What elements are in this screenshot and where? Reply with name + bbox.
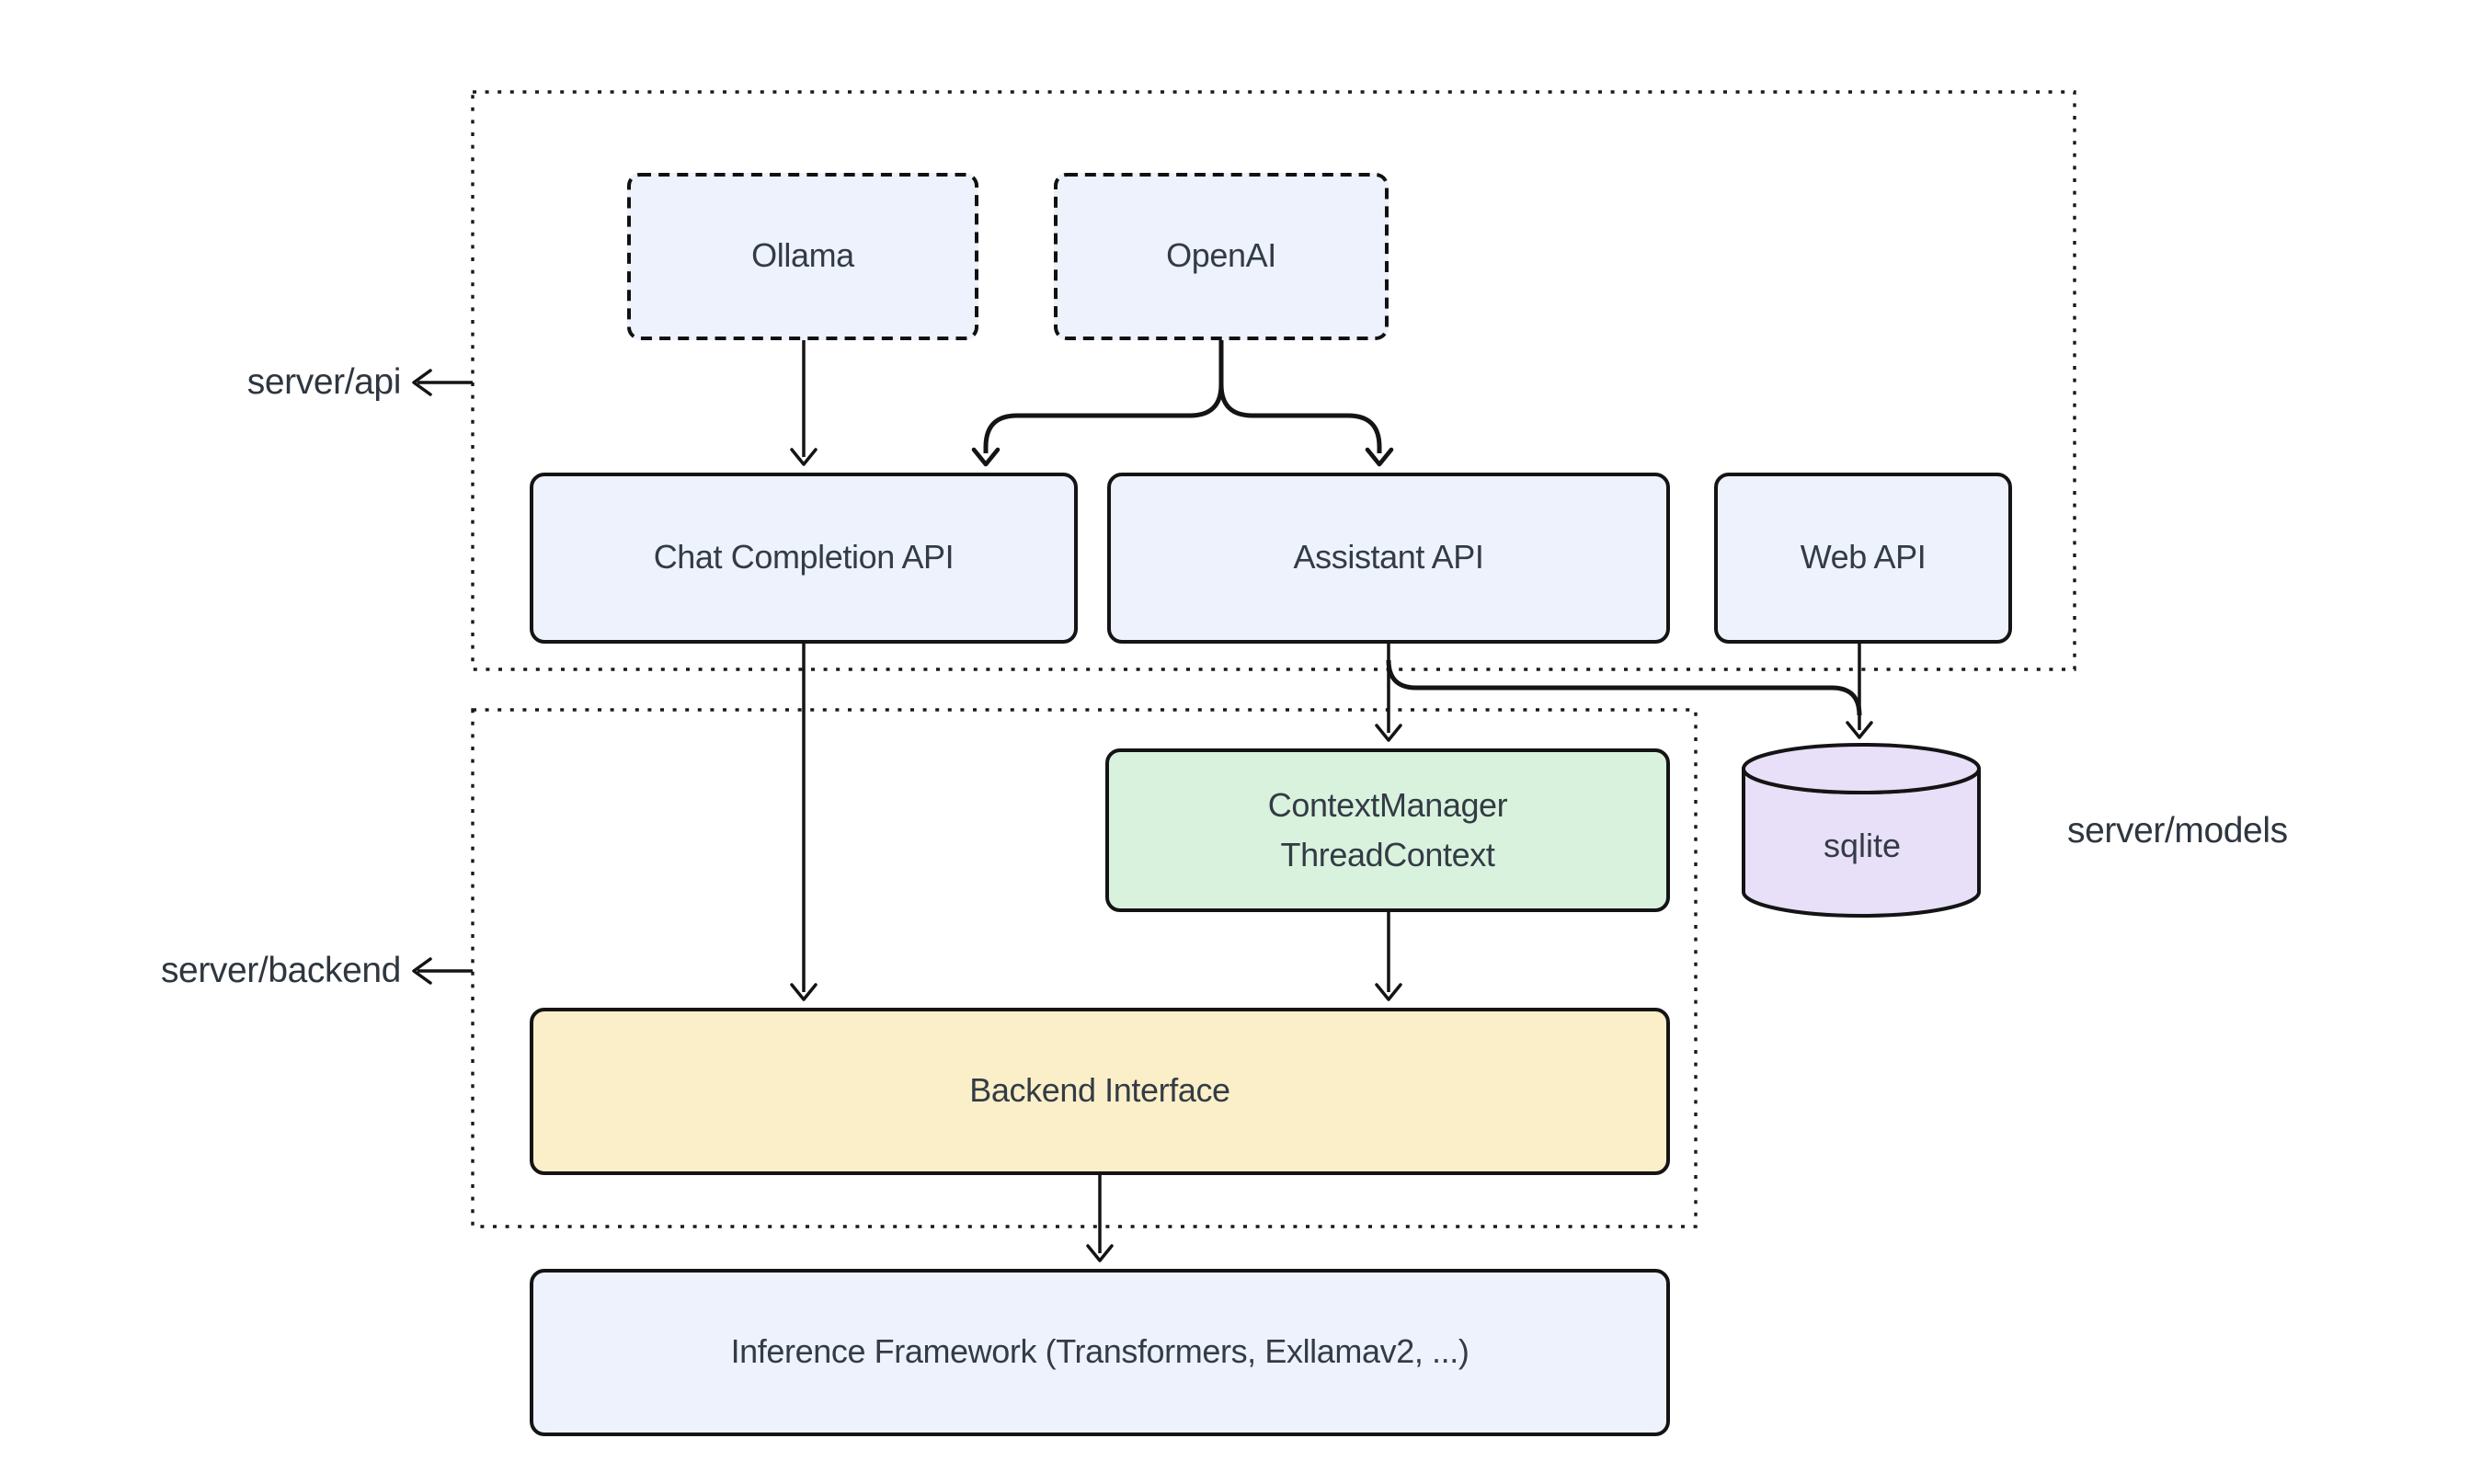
edge-assistant-to-sqlite [1386,659,1862,716]
arrowhead-openai-to-assistant [1365,447,1394,467]
node-chat-completion-api-label: Chat Completion API [653,539,955,576]
context-manager-line2: ThreadContext [1280,836,1495,873]
node-backend-interface: Backend Interface [530,1008,1670,1175]
server-models-group-label: server/models [2067,811,2288,851]
arrowhead-serverapi-label-pointer [412,369,432,396]
arrowhead-chat-completion-to-backend [790,983,818,1001]
node-openai-label: OpenAI [1166,237,1276,274]
node-context-manager-label: ContextManager ThreadContext [1268,781,1508,880]
arrowhead-ollama-to-chat-completion [790,448,818,466]
sqlite-cylinder-lid [1742,743,1981,794]
server-api-group-border [471,90,2076,671]
arrowhead-webapi-to-sqlite [1846,721,1873,739]
edge-openai-to-chat-completion [983,340,1224,453]
arrowhead-backend-to-inference [1086,1244,1114,1262]
node-web-api: Web API [1714,473,2012,644]
node-context-manager: ContextManager ThreadContext [1105,748,1670,912]
edge-openai-to-assistant [1218,340,1382,453]
node-ollama: Ollama [627,173,978,340]
node-assistant-api: Assistant API [1107,473,1670,644]
node-backend-interface-label: Backend Interface [969,1072,1230,1109]
context-manager-line1: ContextManager [1267,786,1508,823]
server-backend-group-label: server/backend [160,951,401,991]
arrowhead-serverbackend-label-pointer [412,957,432,985]
node-openai: OpenAI [1054,173,1389,340]
server-api-group-label: server/api [246,362,402,403]
node-web-api-label: Web API [1800,539,1927,576]
arrowhead-assistant-to-contextmanager [1375,724,1402,742]
node-chat-completion-api: Chat Completion API [530,473,1078,644]
arrowhead-openai-to-chat-completion [971,447,1001,467]
node-ollama-label: Ollama [751,237,854,274]
node-inference-framework-label: Inference Framework (Transformers, Exlla… [730,1333,1469,1370]
server-backend-group-border [471,708,1698,1228]
node-inference-framework: Inference Framework (Transformers, Exlla… [530,1269,1670,1436]
arrowhead-contextmanager-to-backend [1375,983,1402,1001]
node-sqlite-label: sqlite [1823,828,1902,864]
node-assistant-api-label: Assistant API [1293,539,1484,576]
